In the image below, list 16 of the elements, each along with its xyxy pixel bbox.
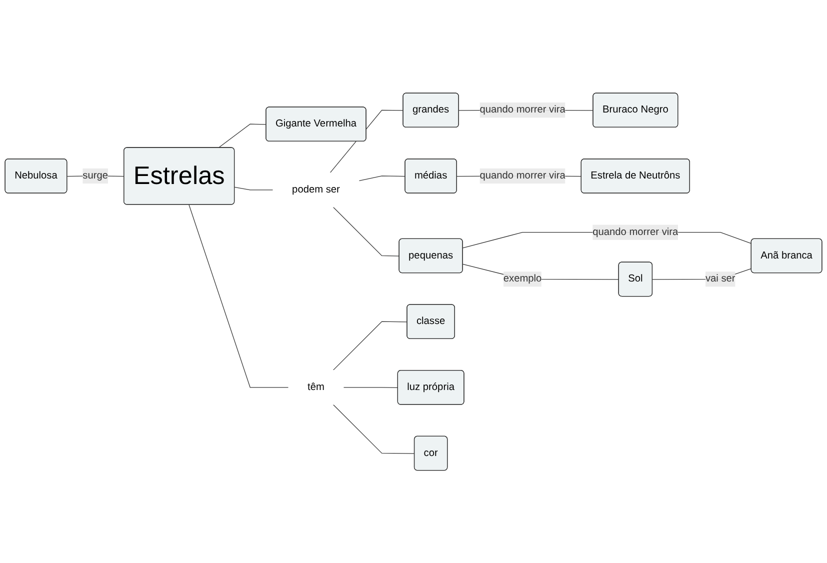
connector <box>343 386 398 388</box>
edge-label: quando morrer vira <box>592 226 678 238</box>
connector <box>188 204 289 388</box>
node-text: têm <box>308 382 324 392</box>
connector <box>358 175 406 181</box>
edge-label: exemplo <box>503 273 542 284</box>
node-text: podem ser <box>292 184 340 195</box>
connector <box>332 321 408 370</box>
edge-label: quando morrer vira <box>480 170 566 181</box>
connector <box>332 206 400 256</box>
edge-label: surge <box>82 170 108 181</box>
edge-label: quando morrer vira <box>480 104 566 116</box>
connector <box>234 186 274 190</box>
edge-label: vai ser <box>705 273 736 284</box>
connector <box>332 404 415 454</box>
connector <box>218 124 267 148</box>
